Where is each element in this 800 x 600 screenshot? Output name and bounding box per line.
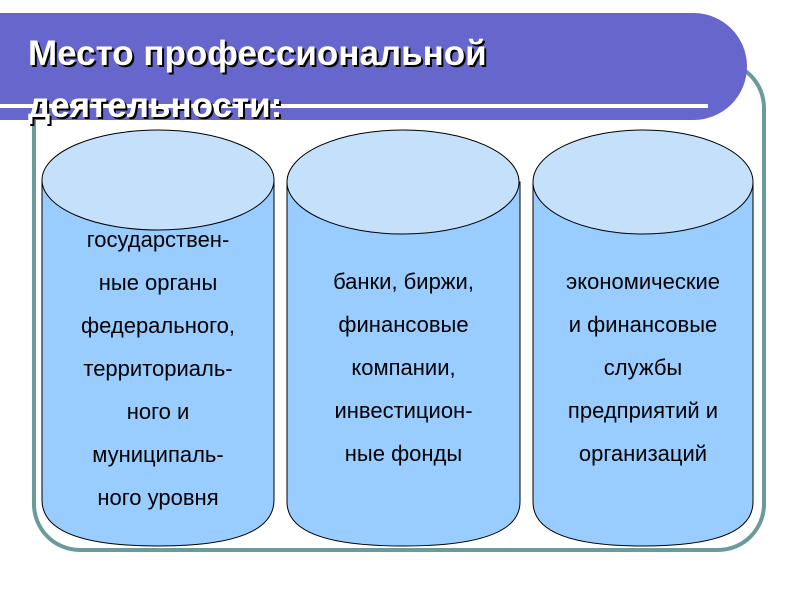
slide-title: Место профессиональной деятельности: xyxy=(28,28,487,132)
title-banner xyxy=(0,13,747,120)
cylinder-text-line: предприятий и xyxy=(567,398,719,423)
cylinder-text-line: банки, биржи, xyxy=(333,269,474,294)
title-line-1: Место профессиональной xyxy=(28,34,487,73)
cylinder-text-line: муниципаль- xyxy=(92,442,224,467)
cylinder-text-line: компании, xyxy=(351,355,456,380)
cylinder-text-line: государствен- xyxy=(86,227,230,252)
cylinder-text-line: федерального, xyxy=(81,313,235,338)
cylinder-text-line: экономические xyxy=(566,269,720,294)
cylinder-text-line: ные органы xyxy=(98,270,218,295)
cylinder-text-line: службы xyxy=(603,355,683,380)
cylinder-text-line: ного и xyxy=(126,399,190,424)
cylinder-3-text: экономические и финансовые службы предпр… xyxy=(533,260,753,475)
cylinder-2-text: банки, биржи, финансовые компании, инвес… xyxy=(287,260,520,475)
cylinder-text-line: инвестицион- xyxy=(334,398,473,423)
cylinder-3-shape xyxy=(532,129,754,547)
cylinder-text-line: ного уровня xyxy=(97,485,219,510)
cylinder-1-shape xyxy=(41,129,275,547)
cylinder-text-line: финансовые xyxy=(338,312,469,337)
cylinder-text-line: территориаль- xyxy=(83,356,233,381)
cylinder-text-line: организаций xyxy=(578,441,708,466)
cylinder-2-shape xyxy=(286,129,521,547)
cylinder-text-line: ные фонды xyxy=(344,441,463,466)
title-underline xyxy=(0,104,708,108)
cylinder-text-line: и финансовые xyxy=(568,312,718,337)
title-line-2: деятельности: xyxy=(28,86,283,125)
cylinder-1-text: государствен- ные органы федерального, т… xyxy=(42,218,274,519)
